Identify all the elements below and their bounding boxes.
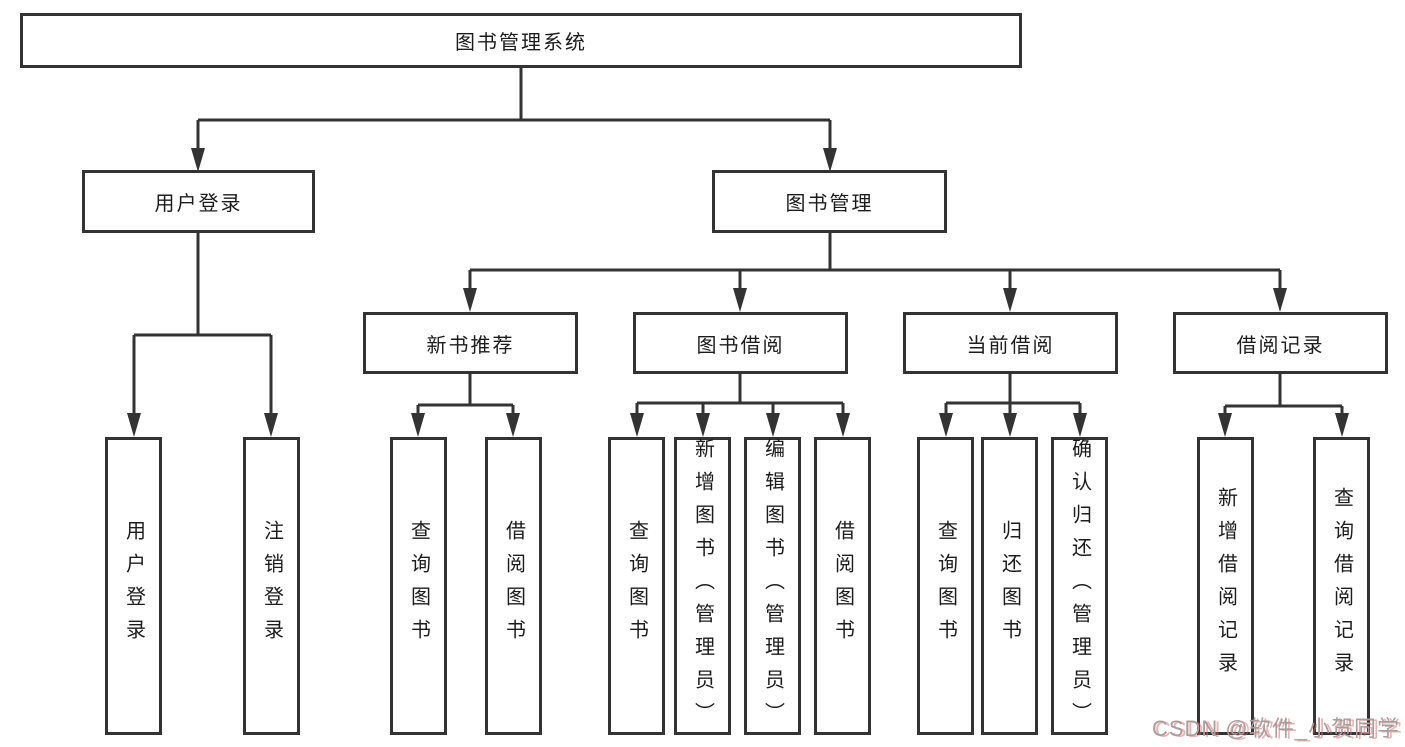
node-label: 图书管理 [785, 193, 874, 215]
node-library-system: 图书管理系统 [20, 13, 1022, 68]
leaf-return-books: 归还图书 [981, 437, 1038, 735]
leaf-add-borrow-record: 新增借阅记录 [1197, 437, 1254, 735]
node-label: 图书管理系统 [455, 32, 587, 54]
node-book-borrow: 图书借阅 [633, 312, 848, 374]
leaf-label: 编辑图书（管理员） [761, 437, 784, 735]
node-new-book-recommend: 新书推荐 [363, 312, 578, 374]
node-label: 新书推荐 [426, 334, 515, 357]
leaf-label: 借阅图书 [831, 520, 854, 652]
leaf-logout: 注销登录 [243, 437, 300, 735]
leaf-label: 查询图书 [625, 520, 648, 652]
leaf-label: 新增借阅记录 [1214, 487, 1237, 685]
leaf-borrow-books-recommend: 借阅图书 [485, 437, 542, 735]
leaf-query-borrow-record: 查询借阅记录 [1313, 437, 1370, 735]
node-label: 当前借阅 [966, 334, 1055, 357]
leaf-label: 新增图书（管理员） [691, 437, 714, 735]
connector-segments [132, 68, 1344, 415]
node-label: 图书借阅 [696, 334, 785, 357]
leaf-label: 查询图书 [934, 520, 957, 652]
leaf-edit-books-admin: 编辑图书（管理员） [744, 437, 801, 735]
leaf-borrow-books: 借阅图书 [814, 437, 871, 735]
leaf-label: 查询借阅记录 [1330, 487, 1353, 685]
node-label: 用户登录 [154, 193, 243, 215]
leaf-label: 注销登录 [260, 520, 283, 652]
node-borrow-records: 借阅记录 [1173, 312, 1388, 374]
leaf-user-login: 用户登录 [105, 437, 162, 735]
leaf-confirm-return-admin: 确认归还（管理员） [1051, 437, 1108, 735]
node-user-login: 用户登录 [82, 170, 315, 233]
connector-arrowheads [127, 148, 1349, 437]
node-book-management: 图书管理 [712, 170, 947, 233]
node-label: 借阅记录 [1236, 334, 1325, 357]
leaf-label: 查询图书 [407, 520, 430, 652]
leaf-label: 用户登录 [122, 520, 145, 652]
leaf-query-books-recommend: 查询图书 [390, 437, 447, 735]
leaf-label: 归还图书 [998, 520, 1021, 652]
leaf-add-books-admin: 新增图书（管理员） [674, 437, 731, 735]
node-current-borrow: 当前借阅 [903, 312, 1118, 374]
leaf-label: 借阅图书 [502, 520, 525, 652]
leaf-label: 确认归还（管理员） [1068, 437, 1091, 735]
leaf-query-books-borrow: 查询图书 [608, 437, 665, 735]
leaf-query-books-current: 查询图书 [917, 437, 974, 735]
